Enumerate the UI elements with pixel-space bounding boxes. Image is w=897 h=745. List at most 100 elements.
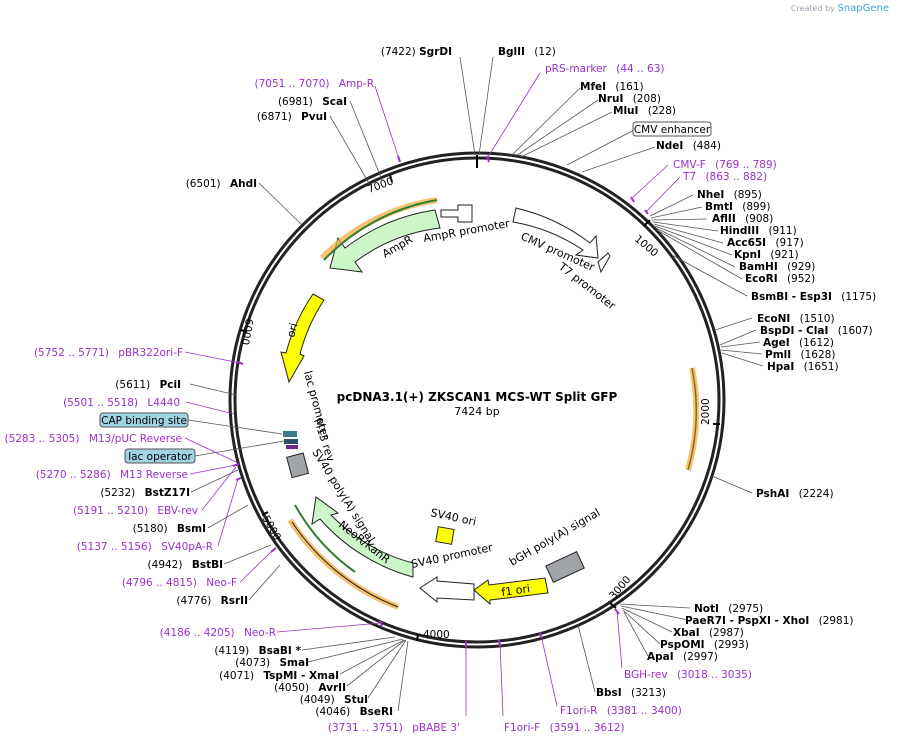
site-bglii: BglII [498,46,525,58]
primer-coord-f1ori-r: (3381 .. 3400) [607,705,682,717]
primer-prs-marker: pRS-marker [545,63,608,75]
primer-neo-f: Neo-F [206,577,237,589]
site-bsabi: BsaBI * [259,645,302,657]
svg-text:BmtI (899): BmtI (899) [705,201,770,213]
svg-text:(5283 .. 5305) M13/pUC Reverse: (5283 .. 5305) M13/pUC Reverse [4,433,182,445]
svg-text:PaeR7I - PspXI - XhoI (2981): PaeR7I - PspXI - XhoI (2981) [685,615,854,627]
svg-text:BspDI - ClaI (1607): BspDI - ClaI (1607) [760,325,873,337]
svg-text:(4071) TspMI - XmaI: (4071) TspMI - XmaI [219,670,339,682]
neo-orf-green [294,504,356,573]
f1-ori-arrow [473,577,549,606]
site-coord-bstz17i: (5232) [100,487,135,499]
site-coord-rsrii: (4776) [176,595,211,607]
svg-text:PspOMI (2993): PspOMI (2993) [660,639,749,651]
site-bstbi: BstBI [192,559,223,571]
site-econi: EcoNI [757,313,790,325]
sv40-promoter-arrow [419,576,475,604]
feature-label-bgh-polya: bGH poly(A) signal [507,506,602,569]
cmv-enhancer-label: CMV enhancer [634,124,711,136]
site-apai: ApaI [647,651,674,663]
plasmid-length: 7424 bp [454,405,499,418]
svg-text:(5232) BstZ17I: (5232) BstZ17I [100,487,190,499]
primer-l4440: L4440 [147,397,180,409]
bgh-polya-box [545,550,585,584]
site-coord-bsmi: (5180) [133,523,168,535]
site-bsmi: BsmI [177,523,206,535]
cmv-promoter-arrow [512,207,599,259]
primer-m13-puc-reverse: M13/pUC Reverse [89,433,182,445]
primer-coord-m13-reverse: (5270 .. 5286) [36,469,111,481]
site-noti: NotI [694,603,719,615]
primer-f1ori-f: F1ori-F [504,722,540,734]
primer-coord-sv40pa-r: (5137 .. 5156) [77,541,152,553]
site-pmli: PmlI [765,349,791,361]
site-tspmi-xmai: TspMI - XmaI [263,670,339,682]
site-kpni: KpnI [734,249,761,261]
svg-text:BsmBI - Esp3I (1175): BsmBI - Esp3I (1175) [751,291,876,303]
primer-m13-reverse: M13 Reverse [120,469,188,481]
site-coord-hpai: (1651) [804,361,839,373]
site-bmti: BmtI [705,201,733,213]
primer-coord-l4440: (5501 .. 5518) [63,397,138,409]
site-paer7i-pspxi-xhoi: PaeR7I - PspXI - XhoI [685,615,809,627]
site-coord-pvui: (6871) [257,111,292,123]
gfp-orf-line [687,367,697,471]
svg-text:(7051 .. 7070) Amp-R: (7051 .. 7070) Amp-R [254,78,374,90]
svg-text:NheI (895): NheI (895) [697,189,762,201]
site-hpai: HpaI [767,361,794,373]
svg-text:(4073) SmaI: (4073) SmaI [235,657,309,669]
site-pspomi: PspOMI [660,639,705,651]
site-coord-paer7i-pspxi-xhoi: (2981) [819,615,854,627]
site-pcii: PciI [160,379,181,391]
site-coord-econi: (1510) [800,313,835,325]
svg-text:CMV-F (769 .. 789): CMV-F (769 .. 789) [673,159,777,171]
site-coord-aflii: (908) [745,213,773,225]
snapgene-credit: Created by SnapGene [790,3,889,14]
site-coord-xbai: (2987) [709,627,744,639]
sv40-ori-box [435,526,455,545]
svg-text:MfeI (161): MfeI (161) [580,81,644,93]
site-coord-noti: (2975) [728,603,763,615]
site-coord-mfei: (161) [615,81,643,93]
site-coord-pspomi: (2993) [714,639,749,651]
svg-text:F1ori-R (3381 .. 3400): F1ori-R (3381 .. 3400) [560,705,682,717]
site-coord-bsmbi-esp3i: (1175) [841,291,876,303]
features [280,197,700,610]
lac-operator-box [124,448,196,464]
site-bseri: BseRI [360,706,393,718]
site-coord-bglii: (12) [534,46,556,58]
ruler-2000: 2000 [700,398,712,425]
primer-f1ori-r: F1ori-R [560,705,597,717]
plasmid-title: pcDNA3.1(+) ZKSCAN1 MCS-WT Split GFP [337,390,618,404]
primer-coord-neo-r: (4186 .. 4205) [160,627,235,639]
site-coord-acc65i: (917) [775,237,803,249]
svg-text:NruI (208): NruI (208) [598,93,661,105]
site-labels: (7422) SgrDI BglII (12) MfeI (161) NruI … [100,46,876,718]
ampr-arrow [329,209,441,273]
neor-kanr-arrow [311,496,414,578]
sv40-polya-mark [286,452,310,479]
feature-label-ori: ori [284,322,300,339]
primer-labels: pRS-marker (44 .. 63) CMV-F (769 .. 789)… [4,63,776,734]
svg-text:(4050) AvrII: (4050) AvrII [274,682,346,694]
site-bamhi: BamHI [739,261,778,273]
svg-text:(5611) PciI: (5611) PciI [115,379,181,391]
svg-text:(4942) BstBI: (4942) BstBI [148,559,223,571]
svg-text:BGH-rev (3018 .. 3035): BGH-rev (3018 .. 3035) [624,669,752,681]
site-nhei: NheI [697,189,724,201]
site-coord-ndei: (484) [693,140,721,152]
ori-arrow [280,293,325,384]
svg-text:(7422) SgrDI: (7422) SgrDI [381,46,452,58]
lac-operator-label: lac operator [128,451,192,463]
primer-cmv-f: CMV-F [673,159,706,171]
site-stui: StuI [344,694,368,706]
site-coord-ahdi: (6501) [186,178,221,190]
lac-operator-mark [284,439,298,444]
svg-text:(5180) BsmI: (5180) BsmI [133,523,206,535]
site-coord-hindiii: (911) [768,225,796,237]
svg-text:(5270 .. 5286) M13 Reverse: (5270 .. 5286) M13 Reverse [36,469,188,481]
site-coord-pshai: (2224) [799,488,834,500]
site-pvui: PvuI [301,111,327,123]
site-coord-ecori: (952) [787,273,815,285]
